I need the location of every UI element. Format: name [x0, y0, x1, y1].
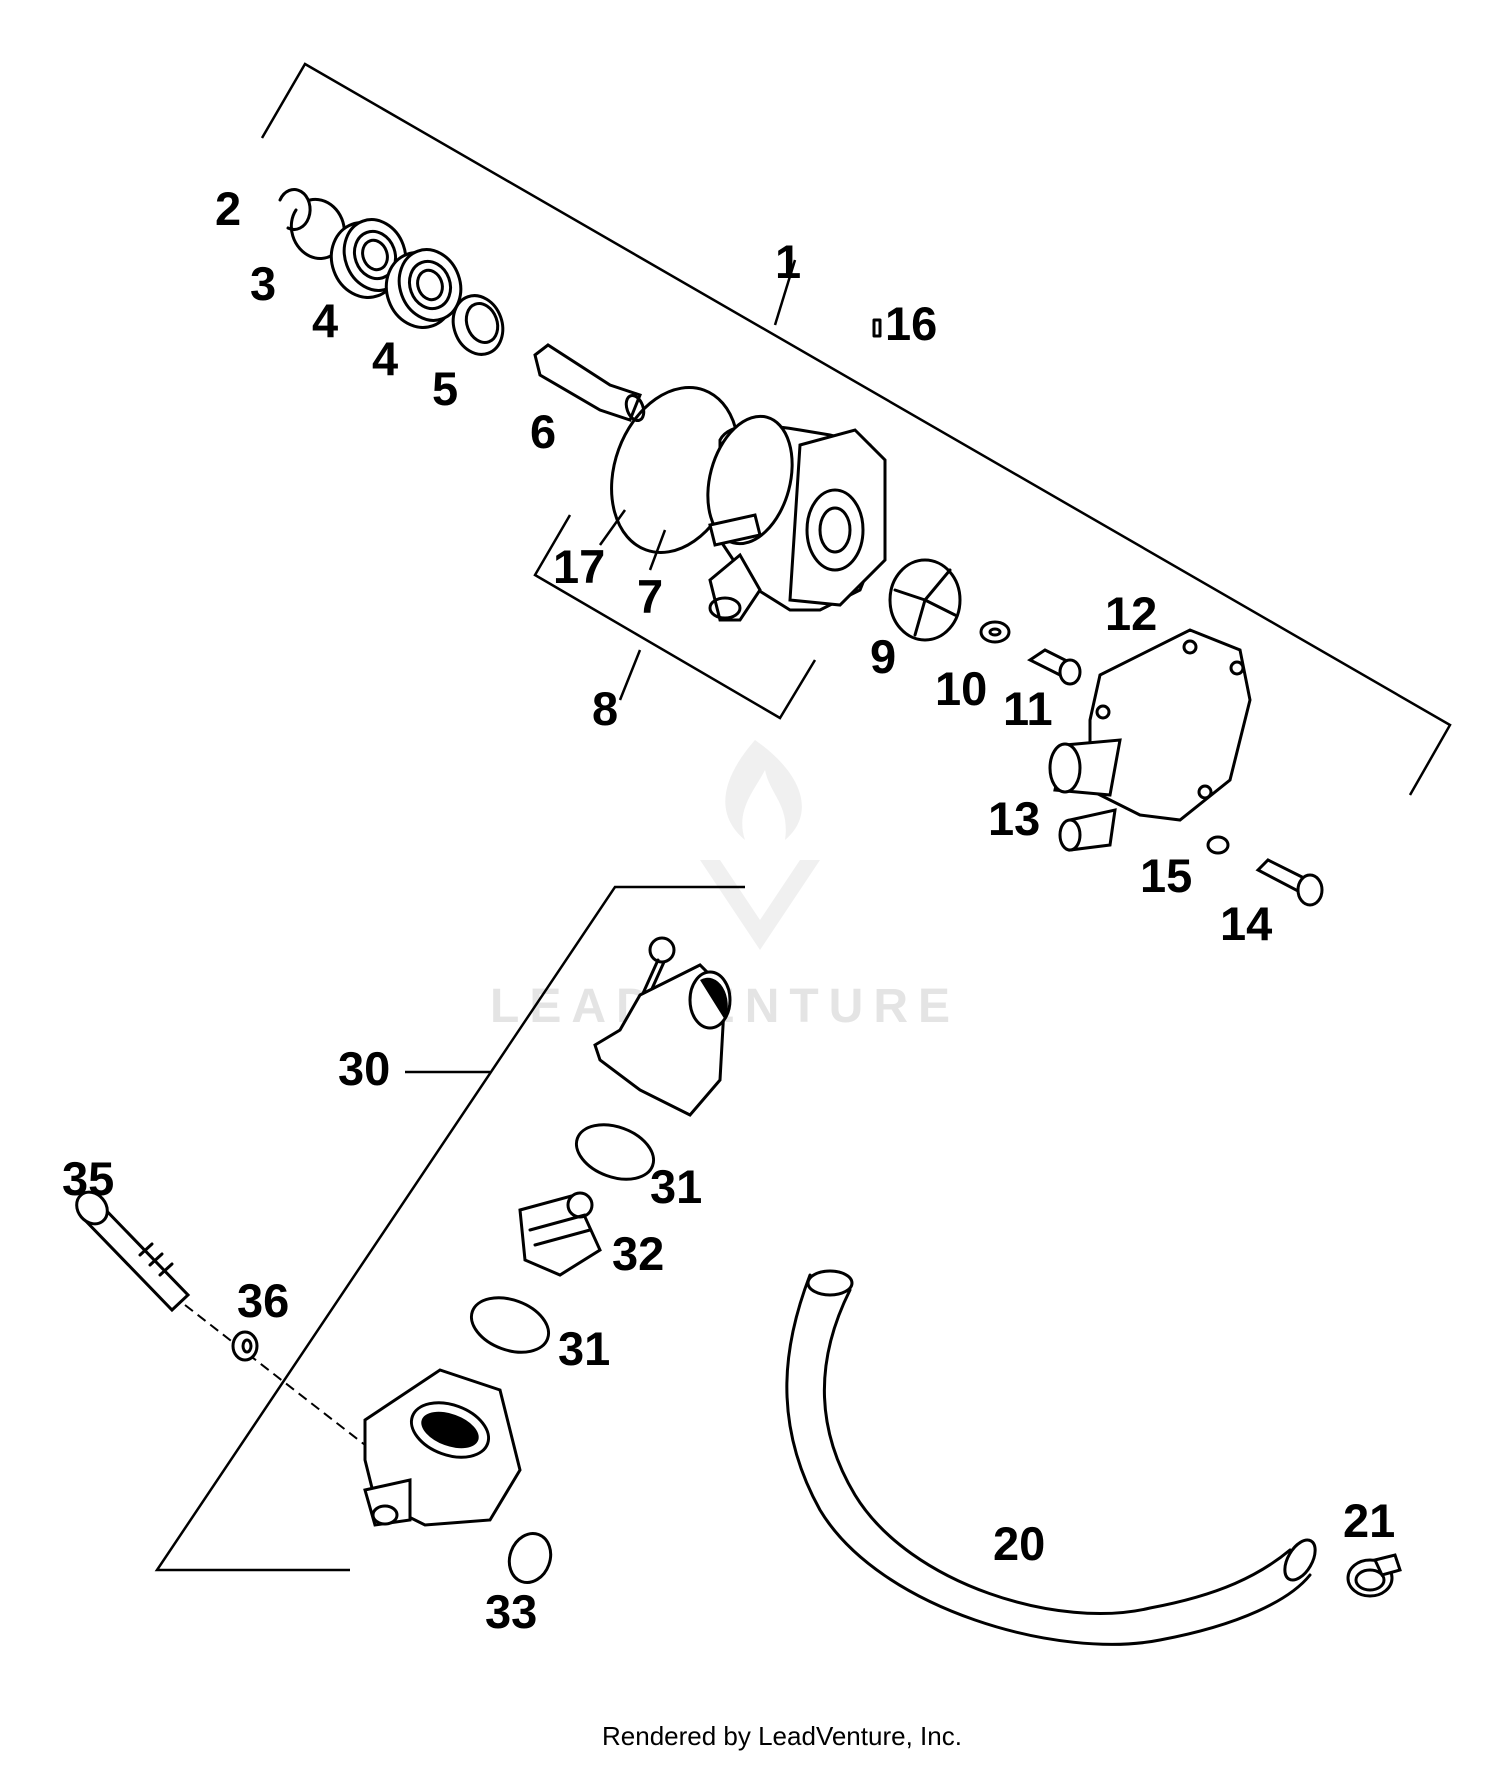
- o-ring-part-31b: [469, 1296, 551, 1354]
- hose-part-20: [785, 1269, 1317, 1646]
- seal-part-5: [451, 294, 505, 356]
- bearing-part-4b: [384, 248, 463, 329]
- pump-cover-part-12: [1088, 628, 1252, 822]
- label-4a: 4: [312, 294, 338, 347]
- circlip-part-2: [278, 188, 312, 231]
- label-11: 11: [1003, 682, 1053, 735]
- bolt-part-35: [75, 1190, 191, 1313]
- label-31b: 31: [558, 1322, 610, 1375]
- part-16-marker: [872, 318, 882, 338]
- screw-part-11: [1027, 648, 1082, 686]
- label-14: 14: [1220, 897, 1272, 950]
- label-35: 35: [62, 1152, 114, 1205]
- o-ring-part-15: [1206, 835, 1230, 855]
- clamp-part-21: [1346, 1553, 1402, 1598]
- label-15: 15: [1140, 849, 1192, 902]
- thermostat-cover-part-30: [593, 963, 732, 1117]
- shaft-part-6: [533, 343, 646, 423]
- watermark-logo-icon: [700, 740, 820, 950]
- label-33: 33: [485, 1585, 537, 1638]
- assembly-bracket-1: [260, 62, 1452, 796]
- label-3: 3: [250, 257, 276, 310]
- leader-1: [773, 259, 797, 326]
- label-7: 7: [637, 570, 663, 623]
- leader-7: [648, 529, 667, 571]
- thermostat-housing-part-30b: [363, 1368, 522, 1527]
- label-36: 36: [237, 1274, 289, 1327]
- label-10: 10: [935, 662, 987, 715]
- label-30: 30: [338, 1042, 390, 1095]
- label-6: 6: [530, 405, 556, 458]
- leader-17: [598, 509, 627, 546]
- washer-part-10: [979, 620, 1011, 644]
- label-9: 9: [870, 630, 896, 683]
- washer-part-36: [231, 1330, 259, 1362]
- thermostat-part-32: [518, 1191, 602, 1277]
- screw-part-30a: [638, 936, 676, 1004]
- outlet-pipe-part-13: [1048, 738, 1122, 852]
- label-13: 13: [988, 792, 1040, 845]
- label-32: 32: [612, 1227, 664, 1280]
- bolt-axis-dashed: [184, 1304, 366, 1446]
- label-4b: 4: [372, 332, 398, 385]
- label-21: 21: [1343, 1494, 1395, 1547]
- label-5: 5: [432, 362, 458, 415]
- label-16: 16: [885, 297, 937, 350]
- label-8: 8: [592, 682, 618, 735]
- label-2: 2: [215, 182, 241, 235]
- assembly-bracket-30: [154, 885, 745, 1572]
- impeller-part-9: [888, 558, 962, 642]
- label-17: 17: [553, 540, 605, 593]
- label-12: 12: [1105, 587, 1157, 640]
- bolt-part-14: [1255, 858, 1324, 907]
- assembly-bracket-8: [533, 514, 817, 720]
- label-20: 20: [993, 1517, 1045, 1570]
- label-1: 1: [775, 235, 801, 288]
- pump-housing-part-8: [706, 414, 887, 622]
- footer-credit: Rendered by LeadVenture, Inc.: [602, 1721, 962, 1751]
- label-31a: 31: [650, 1160, 702, 1213]
- leader-8: [618, 649, 642, 701]
- o-ring-part-31a: [574, 1123, 656, 1181]
- o-ring-part-33: [507, 1532, 553, 1584]
